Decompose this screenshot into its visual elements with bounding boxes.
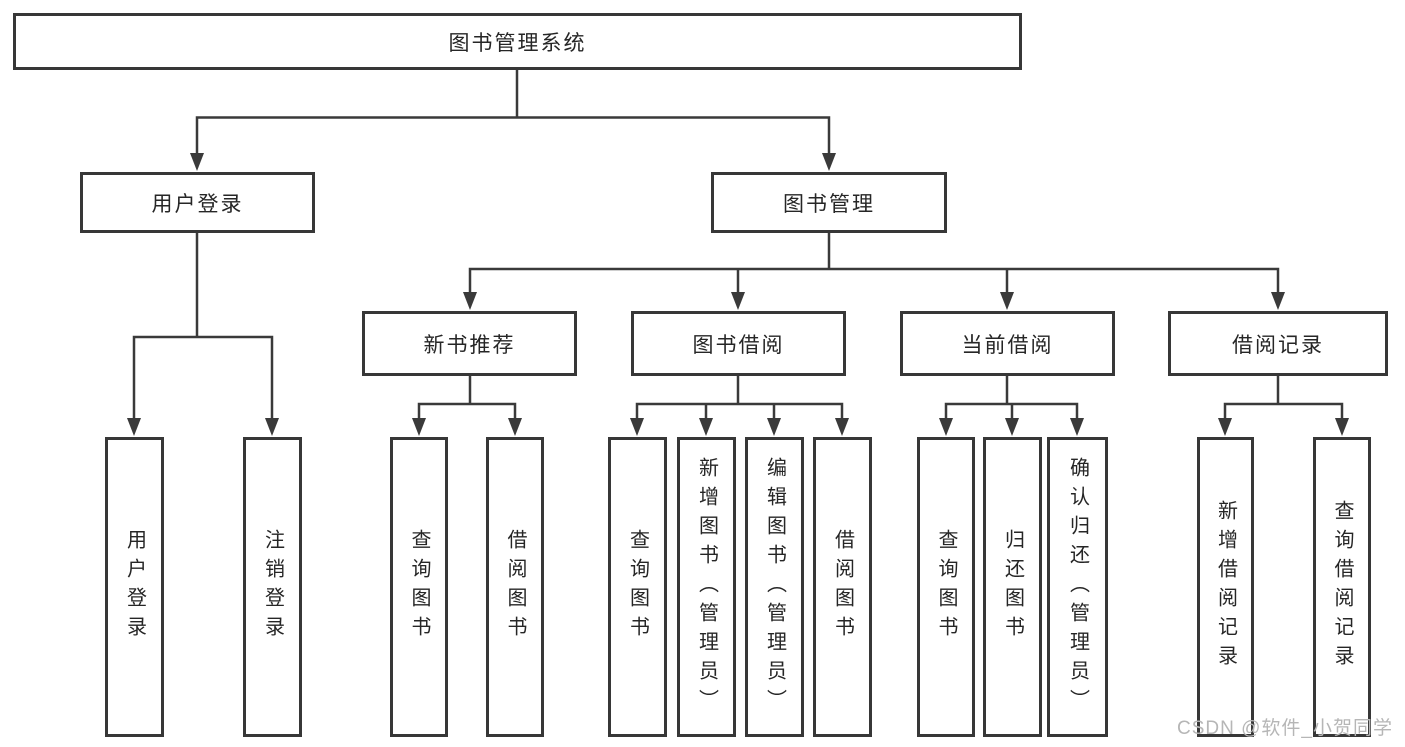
leaf-logout: 注销登录 bbox=[243, 437, 302, 737]
node-label: 图书管理 bbox=[783, 192, 875, 216]
leaf-query-books-recommend: 查询图书 bbox=[390, 437, 448, 737]
arrowheads bbox=[127, 153, 1349, 436]
node-label: 查询图书 bbox=[408, 529, 430, 645]
leaf-borrow-books-recommend: 借阅图书 bbox=[486, 437, 544, 737]
leaf-add-books-admin: 新增图书（管理员） bbox=[677, 437, 736, 737]
node-label: 确认归还（管理员） bbox=[1066, 456, 1089, 718]
node-label: 图书借阅 bbox=[692, 333, 785, 357]
node-label: 借阅图书 bbox=[504, 529, 526, 645]
node-label: 查询图书 bbox=[935, 529, 957, 645]
node-user-login: 用户登录 bbox=[80, 172, 315, 233]
node-label: 借阅图书 bbox=[831, 529, 854, 645]
leaf-user-login: 用户登录 bbox=[105, 437, 164, 737]
node-label: 借阅记录 bbox=[1232, 333, 1324, 357]
node-label: 注销登录 bbox=[261, 529, 284, 645]
node-new-book-recommendation: 新书推荐 bbox=[362, 311, 577, 376]
leaf-return-books: 归还图书 bbox=[983, 437, 1042, 737]
leaf-confirm-return-admin: 确认归还（管理员） bbox=[1047, 437, 1108, 737]
node-label: 新书推荐 bbox=[423, 333, 516, 357]
connector-recommend-to-leaves bbox=[417, 376, 517, 420]
leaf-query-borrow-record: 查询借阅记录 bbox=[1313, 437, 1371, 737]
node-label: 新增借阅记录 bbox=[1214, 500, 1237, 674]
node-label: 查询图书 bbox=[626, 529, 649, 645]
node-book-borrowing: 图书借阅 bbox=[631, 311, 846, 376]
leaf-edit-books-admin: 编辑图书（管理员） bbox=[745, 437, 804, 737]
node-label: 图书管理系统 bbox=[448, 31, 587, 55]
node-label: 查询借阅记录 bbox=[1331, 500, 1353, 674]
node-label: 用户登录 bbox=[151, 192, 244, 216]
node-label: 用户登录 bbox=[123, 529, 146, 645]
node-book-management: 图书管理 bbox=[711, 172, 947, 233]
connector-borrowing-to-leaves bbox=[635, 376, 844, 420]
node-label: 当前借阅 bbox=[961, 333, 1054, 357]
connector-current-to-leaves bbox=[944, 376, 1079, 420]
leaf-borrow-books-borrowing: 借阅图书 bbox=[813, 437, 872, 737]
node-borrowing-records: 借阅记录 bbox=[1168, 311, 1388, 376]
leaf-add-borrow-record: 新增借阅记录 bbox=[1197, 437, 1254, 737]
connector-root-to-level2 bbox=[195, 70, 831, 155]
leaf-query-books-borrowing: 查询图书 bbox=[608, 437, 667, 737]
connector-book-mgmt-to-level3 bbox=[468, 233, 1280, 294]
node-label: 新增图书（管理员） bbox=[695, 456, 718, 718]
node-label: 归还图书 bbox=[1001, 529, 1024, 645]
leaf-query-books-current: 查询图书 bbox=[917, 437, 975, 737]
node-library-management-system: 图书管理系统 bbox=[13, 13, 1022, 70]
connector-user-login-to-leaves bbox=[132, 233, 274, 420]
node-current-borrowing: 当前借阅 bbox=[900, 311, 1115, 376]
connector-records-to-leaves bbox=[1223, 376, 1344, 420]
node-label: 编辑图书（管理员） bbox=[763, 456, 786, 718]
